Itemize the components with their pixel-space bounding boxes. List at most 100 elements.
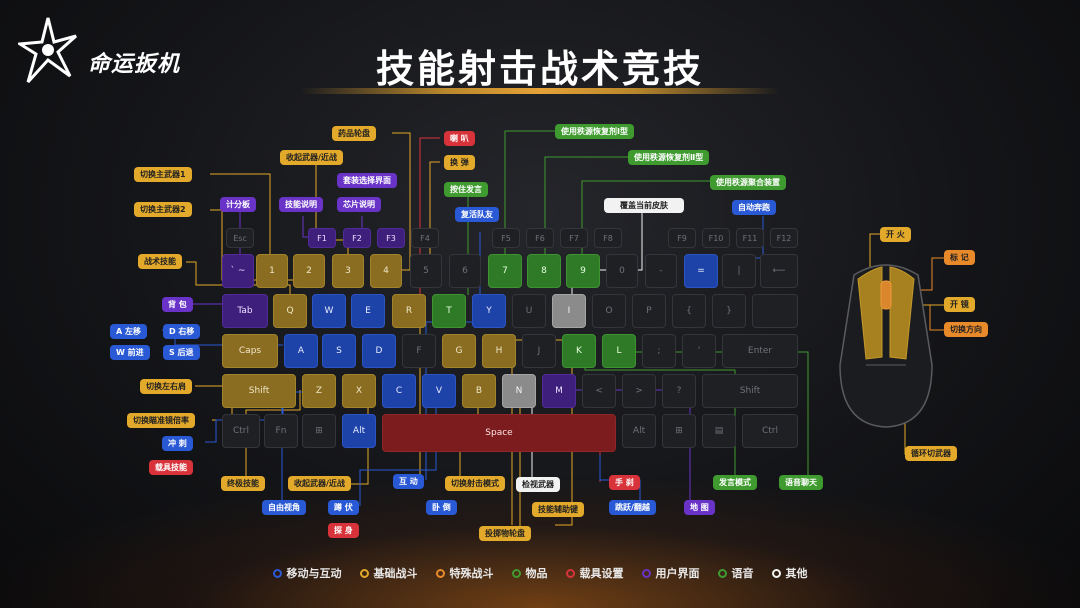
- key-n[interactable]: N: [502, 374, 536, 408]
- key-pipe[interactable]: |: [722, 254, 756, 288]
- key-backslash[interactable]: [752, 294, 798, 328]
- page-title: 技能射击战术竞技: [375, 47, 704, 91]
- key-0[interactable]: 0: [606, 254, 638, 288]
- key-b[interactable]: B: [462, 374, 496, 408]
- key-o[interactable]: O: [592, 294, 626, 328]
- key-lwin[interactable]: ⊞: [302, 414, 336, 448]
- label-reload: 换 弹: [444, 155, 475, 170]
- key-rshift[interactable]: Shift: [702, 374, 798, 408]
- key-lctrl[interactable]: Ctrl: [222, 414, 260, 448]
- key-c[interactable]: C: [382, 374, 416, 408]
- key-1[interactable]: 1: [256, 254, 288, 288]
- key-u[interactable]: U: [512, 294, 546, 328]
- key-semicolon[interactable]: ;: [642, 334, 676, 368]
- key-rwin[interactable]: ⊞: [662, 414, 696, 448]
- label-skill-desc: 技能说明: [279, 197, 323, 212]
- key-t[interactable]: T: [432, 294, 466, 328]
- key-3[interactable]: 3: [332, 254, 364, 288]
- legend-item: 载具设置: [565, 563, 624, 583]
- key-lshift[interactable]: Shift: [222, 374, 296, 408]
- key-rbracket[interactable]: }: [712, 294, 746, 328]
- trigger-star-icon: [15, 17, 77, 84]
- key-f8[interactable]: F8: [594, 228, 622, 248]
- key-f3[interactable]: F3: [377, 228, 405, 248]
- key-r[interactable]: R: [392, 294, 426, 328]
- key-4[interactable]: 4: [370, 254, 402, 288]
- key-tilde[interactable]: ` ~: [222, 254, 254, 288]
- key-f11[interactable]: F11: [736, 228, 764, 248]
- key-slash[interactable]: ?: [662, 374, 696, 408]
- key-f2[interactable]: F2: [343, 228, 371, 248]
- key-f7[interactable]: F7: [560, 228, 588, 248]
- key-8[interactable]: 8: [527, 254, 561, 288]
- key-ralt[interactable]: Alt: [622, 414, 656, 448]
- key-backspace[interactable]: ⟵: [760, 254, 798, 288]
- key-i[interactable]: I: [552, 294, 586, 328]
- key-f10[interactable]: F10: [702, 228, 730, 248]
- key-e[interactable]: E: [351, 294, 385, 328]
- key-k[interactable]: K: [562, 334, 596, 368]
- label-scope-zoom: 切换瞄准镜倍率: [127, 413, 195, 428]
- key-f12[interactable]: F12: [770, 228, 798, 248]
- key-d[interactable]: D: [362, 334, 396, 368]
- key-equal[interactable]: =: [684, 254, 718, 288]
- key-s[interactable]: S: [322, 334, 356, 368]
- key-p[interactable]: P: [632, 294, 666, 328]
- key-f1[interactable]: F1: [308, 228, 336, 248]
- key-period[interactable]: >: [622, 374, 656, 408]
- key-6[interactable]: 6: [449, 254, 481, 288]
- key-f[interactable]: F: [402, 334, 436, 368]
- key-menu[interactable]: ▤: [702, 414, 736, 448]
- key-x[interactable]: X: [342, 374, 376, 408]
- label-sprint: 冲 刺: [162, 436, 193, 451]
- key-enter[interactable]: Enter: [722, 334, 798, 368]
- label-heal-full: 使用秩源聚合装置: [710, 175, 786, 190]
- key-tab[interactable]: Tab: [222, 294, 268, 328]
- key-minus[interactable]: -: [645, 254, 677, 288]
- label-ultimate: 终极技能: [221, 476, 265, 491]
- key-rctrl[interactable]: Ctrl: [742, 414, 798, 448]
- key-5[interactable]: 5: [410, 254, 442, 288]
- brand-logo: 命运扳机: [15, 16, 188, 86]
- key-y[interactable]: Y: [472, 294, 506, 328]
- key-caps[interactable]: Caps: [222, 334, 278, 368]
- label-prone: 卧 倒: [426, 500, 457, 515]
- key-v[interactable]: V: [422, 374, 456, 408]
- key-a[interactable]: A: [284, 334, 318, 368]
- key-z[interactable]: Z: [302, 374, 336, 408]
- mouse-right-button[interactable]: [889, 266, 915, 360]
- label-map: 地 图: [684, 500, 715, 515]
- key-comma[interactable]: <: [582, 374, 616, 408]
- key-fn[interactable]: Fn: [264, 414, 298, 448]
- label-fire-mode: 切换射击模式: [445, 476, 505, 491]
- key-esc[interactable]: Esc: [226, 228, 254, 248]
- mouse-wheel[interactable]: [880, 280, 892, 310]
- key-g[interactable]: G: [442, 334, 476, 368]
- key-lbracket[interactable]: {: [672, 294, 706, 328]
- label-skill-assist: 技能辅助键: [532, 502, 584, 517]
- key-w[interactable]: W: [312, 294, 346, 328]
- label-medkit-wheel: 药品轮盘: [332, 126, 376, 141]
- key-f6[interactable]: F6: [526, 228, 554, 248]
- key-7[interactable]: 7: [488, 254, 522, 288]
- key-j[interactable]: J: [522, 334, 556, 368]
- bottom-glow: [0, 480, 1080, 608]
- key-f4[interactable]: F4: [411, 228, 439, 248]
- key-space[interactable]: Space: [382, 414, 616, 452]
- key-quote[interactable]: ': [682, 334, 716, 368]
- key-q[interactable]: Q: [273, 294, 307, 328]
- label-holster-melee: 收起武器/近战: [288, 476, 351, 491]
- key-h[interactable]: H: [482, 334, 516, 368]
- legend-item: 用户界面: [641, 563, 700, 583]
- label-swap-shoulder: 切换左右肩: [140, 379, 192, 394]
- key-2[interactable]: 2: [293, 254, 325, 288]
- label-heal-1: 使用秩源恢复剂Ⅰ型: [555, 124, 634, 139]
- key-f5[interactable]: F5: [492, 228, 520, 248]
- mouse-left-button[interactable]: [857, 266, 883, 360]
- key-m[interactable]: M: [542, 374, 576, 408]
- key-9[interactable]: 9: [566, 254, 600, 288]
- key-lalt[interactable]: Alt: [342, 414, 376, 448]
- key-l[interactable]: L: [602, 334, 636, 368]
- mouse-diagram: [839, 264, 933, 428]
- key-f9[interactable]: F9: [668, 228, 696, 248]
